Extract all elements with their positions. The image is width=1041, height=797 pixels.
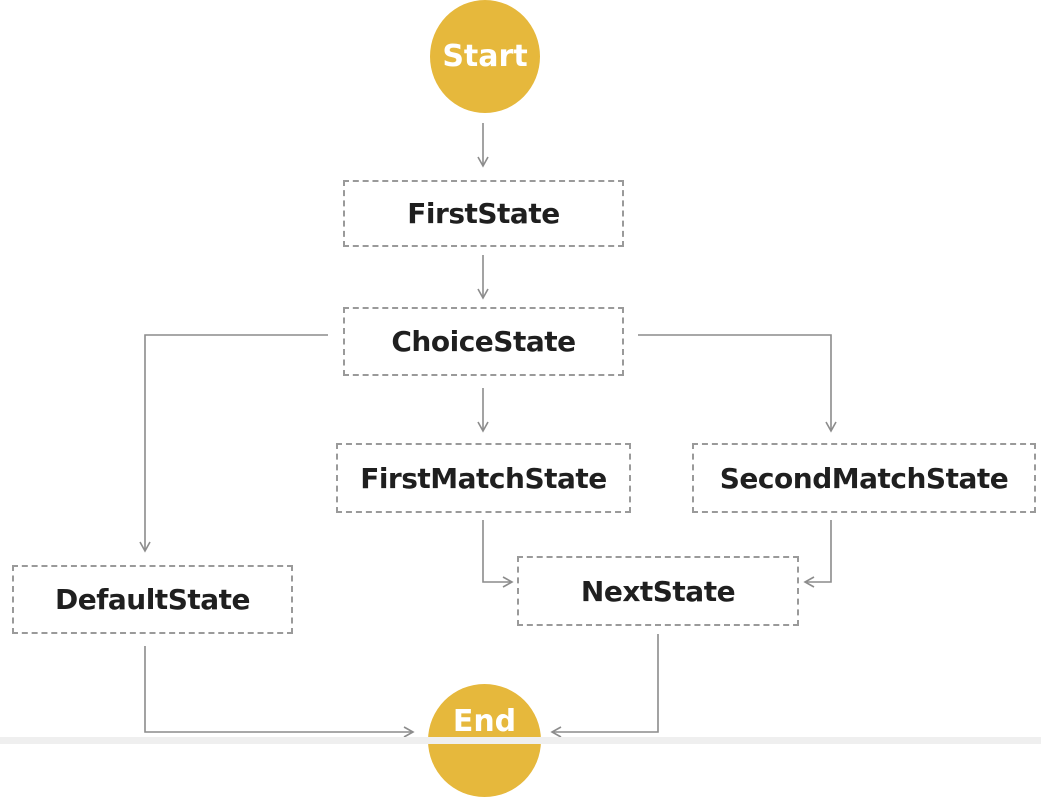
state-default-label: DefaultState	[54, 583, 251, 616]
state-choice-label: ChoiceState	[391, 325, 576, 358]
state-first[interactable]: FirstState	[343, 180, 624, 247]
state-first-label: FirstState	[407, 197, 560, 230]
state-choice[interactable]: ChoiceState	[343, 307, 624, 376]
state-second-match-label: SecondMatchState	[719, 461, 1009, 495]
state-next[interactable]: NextState	[517, 556, 799, 626]
end-label: End	[452, 704, 517, 739]
bottom-edge-strip	[0, 737, 1041, 744]
state-machine-edges	[139, 123, 837, 738]
edge-secondmatchstate-to-nextstate	[803, 520, 832, 588]
state-default[interactable]: DefaultState	[12, 565, 293, 634]
state-second-match[interactable]: SecondMatchState	[692, 443, 1036, 513]
state-first-match[interactable]: FirstMatchState	[336, 443, 631, 513]
edge-choicestate-to-secondmatchstate	[638, 334, 837, 433]
start-node[interactable]: Start	[430, 0, 540, 113]
state-next-label: NextState	[580, 574, 736, 608]
state-first-match-label: FirstMatchState	[360, 461, 607, 495]
edge-choicestate-to-defaultstate	[139, 334, 328, 553]
edge-nextstate-to-end	[550, 634, 659, 738]
edge-defaultstate-to-end	[144, 646, 415, 738]
start-label: Start	[442, 39, 528, 74]
edge-firstmatchstate-to-nextstate	[482, 520, 514, 588]
